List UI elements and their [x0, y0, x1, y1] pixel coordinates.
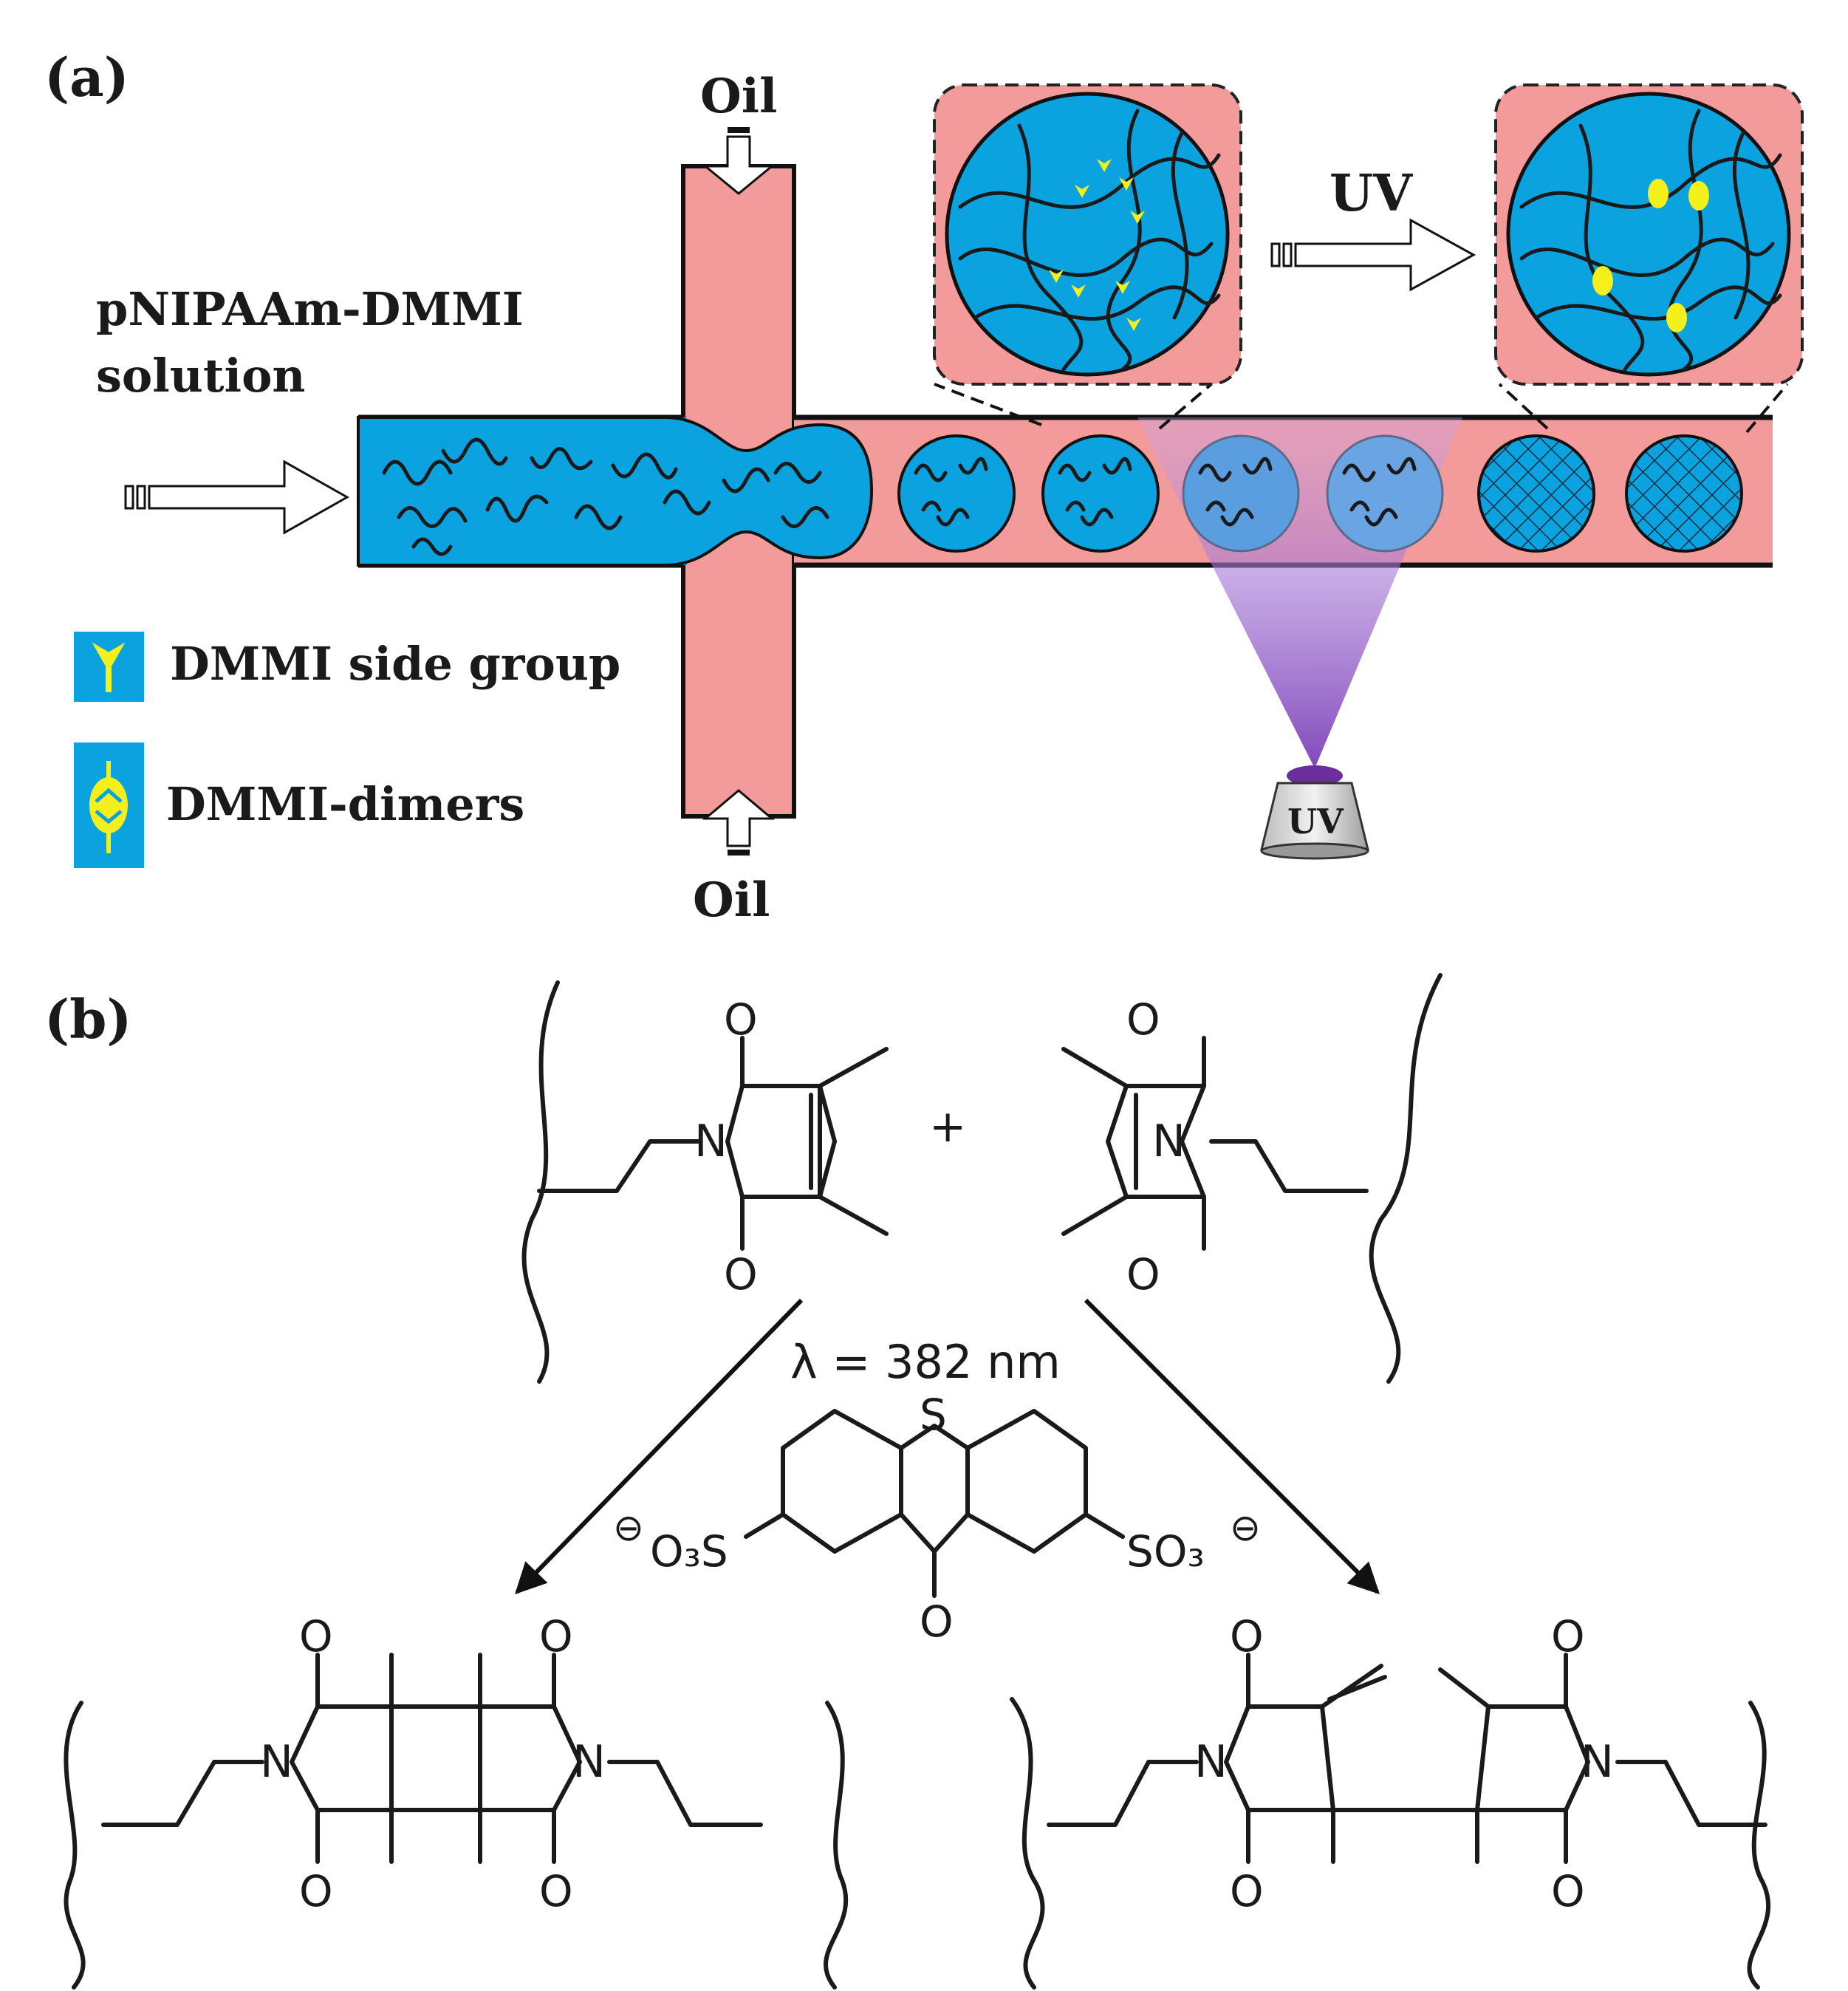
arrow-left	[515, 1298, 804, 1595]
s-atom: S	[920, 1390, 947, 1440]
o-dimer2-br: O	[1551, 1866, 1585, 1916]
legend-dmmi-side-group: DMMI side group	[74, 632, 620, 702]
sulfonate-left-charge: ⊖	[613, 1506, 644, 1549]
n-dimer2-right: N	[1581, 1736, 1614, 1788]
dimer-ene-product: N N O O O O	[1010, 1611, 1771, 1990]
solution-label-line1: pNIPAAm-DMMI	[96, 282, 524, 336]
solution-label-line2: solution	[96, 349, 306, 403]
polymer-chains-inlet	[382, 437, 829, 556]
legend-label-dimers: DMMI-dimers	[166, 777, 524, 831]
o-bottom-left: O	[724, 1249, 758, 1300]
zoom-inset-after	[1494, 83, 1804, 434]
sulfonate-right: SO₃	[1126, 1526, 1205, 1577]
n-atom-left: N	[694, 1116, 728, 1167]
o-ketone: O	[920, 1596, 954, 1647]
droplet-6-crosslinked	[1625, 434, 1743, 553]
uv-lamp: UV	[1260, 765, 1369, 860]
arrow-right	[1084, 1298, 1380, 1594]
uv-arrow-label: UV	[1329, 164, 1413, 223]
uv-arrow: UV	[1270, 164, 1476, 292]
o-dimer1-tr: O	[539, 1611, 573, 1662]
o-dimer1-br: O	[539, 1866, 573, 1916]
wavelength-label: λ = 382 nm	[790, 1335, 1061, 1389]
n-atom-right: N	[1152, 1116, 1185, 1167]
monomer-left: N O O	[521, 980, 889, 1384]
droplet-2	[1041, 434, 1160, 553]
oil-arrow-bottom	[702, 789, 776, 856]
panel-b-label: (b)	[44, 988, 131, 1051]
droplet-1	[897, 434, 1016, 553]
uv-lamp-label: UV	[1287, 802, 1344, 841]
zoom-inset-before	[933, 83, 1242, 430]
o-dimer1-bl: O	[299, 1866, 333, 1916]
inlet-arrow	[124, 460, 350, 535]
o-dimer2-tr: O	[1551, 1611, 1585, 1662]
droplet-3	[1182, 434, 1300, 553]
pinching-thread	[357, 416, 874, 567]
legend-dmmi-dimers: DMMI-dimers	[74, 742, 524, 868]
o-top-left: O	[724, 994, 758, 1045]
n-dimer1-left: N	[260, 1736, 293, 1788]
thioxanthone-sensitizer: S O ⊖ O₃S SO₃ ⊖	[613, 1390, 1261, 1647]
o-bottom-right: O	[1126, 1249, 1160, 1300]
oil-label-top: Oil	[700, 69, 777, 124]
dimer-cyclobutane: N N O O O O	[64, 1611, 849, 1990]
legend-label-side-group: DMMI side group	[170, 637, 620, 691]
o-dimer1-tl: O	[299, 1611, 333, 1662]
o-dimer2-bl: O	[1230, 1866, 1264, 1916]
panel-a-label: (a)	[44, 46, 129, 109]
monomer-right: N O O	[1061, 973, 1443, 1384]
o-top-right: O	[1126, 994, 1160, 1045]
plus-sign: +	[929, 1101, 966, 1152]
droplet-4	[1326, 434, 1444, 553]
panel-a: (a)	[44, 46, 1804, 928]
sulfonate-left: O₃S	[650, 1526, 728, 1577]
o-dimer2-tl: O	[1230, 1611, 1264, 1662]
oil-arrow-top	[702, 127, 776, 195]
n-dimer2-left: N	[1194, 1736, 1228, 1788]
panel-b: (b) N O O + N O O λ = 382 nm	[44, 973, 1771, 1990]
n-dimer1-right: N	[572, 1736, 606, 1788]
droplet-5-crosslinked	[1477, 434, 1595, 553]
oil-label-bottom: Oil	[693, 872, 770, 928]
sulfonate-right-charge: ⊖	[1230, 1506, 1261, 1549]
